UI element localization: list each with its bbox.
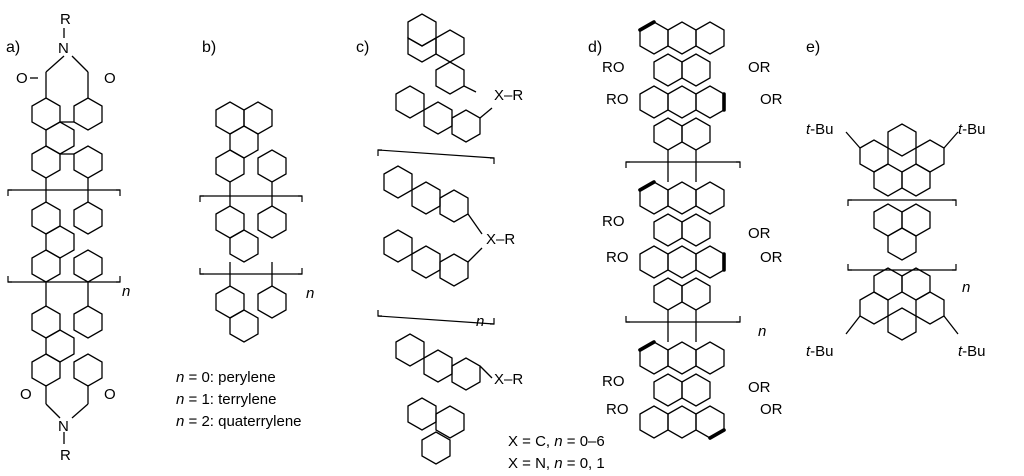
panel-d-label: d) — [588, 39, 602, 56]
panel-c: c) — [356, 13, 605, 472]
panel-d-ro-3: RO — [602, 213, 625, 230]
panel-d-structure — [639, 21, 725, 439]
panel-a-o-br: O — [104, 386, 116, 403]
panel-e: e) t-Bu t-B — [806, 39, 986, 360]
panel-b-caption-line-1: n = 0: perylene — [176, 369, 276, 386]
panel-a-r-bottom: R — [60, 447, 71, 464]
panel-a-label: a) — [6, 39, 20, 56]
panel-c-substituent-top: X–R — [494, 87, 523, 104]
panel-c-substituent-middle: X–R — [486, 231, 515, 248]
panel-a-n-bottom: N — [58, 418, 69, 435]
panel-d-ro-4: RO — [606, 249, 629, 266]
panel-d: d) — [588, 20, 783, 440]
panel-a-o-tr: O — [104, 70, 116, 87]
panel-e-n-subscript: n — [962, 279, 970, 296]
panel-d-or-6: OR — [760, 401, 783, 418]
panel-c-label: c) — [356, 39, 369, 56]
panel-a-o-tl: O — [16, 70, 28, 87]
panel-e-tbu-top-left: t-Bu — [806, 121, 834, 138]
panel-c-caption-line-1: X = C, n = 0–6 — [508, 433, 605, 450]
panel-b: b) n n = 0: perylene — [176, 39, 314, 430]
panel-e-tbu-bottom-left: t-Bu — [806, 343, 834, 360]
panel-b-caption-line-2: n = 1: terrylene — [176, 391, 276, 408]
panel-a-repeat-bracket — [7, 189, 121, 283]
panel-c-caption-line-2: X = N, n = 0, 1 — [508, 455, 605, 472]
panel-a-structure — [30, 28, 103, 444]
panel-d-ro-2: RO — [606, 91, 629, 108]
panel-b-n-subscript: n — [306, 285, 314, 302]
panel-e-tbu-bottom-right: t-Bu — [958, 343, 986, 360]
panel-d-or-4: OR — [760, 249, 783, 266]
panel-d-or-2: OR — [760, 91, 783, 108]
panel-a-r-top: R — [60, 11, 71, 28]
panel-d-or-5: OR — [748, 379, 771, 396]
panel-e-label: e) — [806, 39, 820, 56]
panel-c-structure — [383, 13, 493, 465]
panel-b-caption-line-3: n = 2: quaterrylene — [176, 413, 302, 430]
panel-d-ro-6: RO — [606, 401, 629, 418]
panel-b-label: b) — [202, 39, 216, 56]
panel-b-structure — [215, 101, 287, 343]
panel-d-bold-bonds — [638, 20, 726, 440]
panel-d-n-subscript: n — [758, 323, 766, 340]
panel-e-tbu-top-right: t-Bu — [958, 121, 986, 138]
panel-d-or-1: OR — [748, 59, 771, 76]
panel-b-repeat-bracket — [199, 195, 303, 275]
panel-c-substituent-bottom: X–R — [494, 371, 523, 388]
panel-a: a) — [6, 11, 130, 464]
panel-d-repeat-bracket — [625, 161, 741, 323]
panel-d-ro-5: RO — [602, 373, 625, 390]
panel-d-or-3: OR — [748, 225, 771, 242]
panel-a-o-bl: O — [20, 386, 32, 403]
panel-e-repeat-bracket — [847, 199, 957, 271]
panel-c-n-subscript: n — [476, 313, 484, 330]
panel-c-repeat-bracket — [377, 149, 495, 325]
panel-e-structure — [845, 123, 959, 341]
panel-a-n-subscript: n — [122, 283, 130, 300]
panel-d-ro-1: RO — [602, 59, 625, 76]
panel-a-n-top: N — [58, 40, 69, 57]
